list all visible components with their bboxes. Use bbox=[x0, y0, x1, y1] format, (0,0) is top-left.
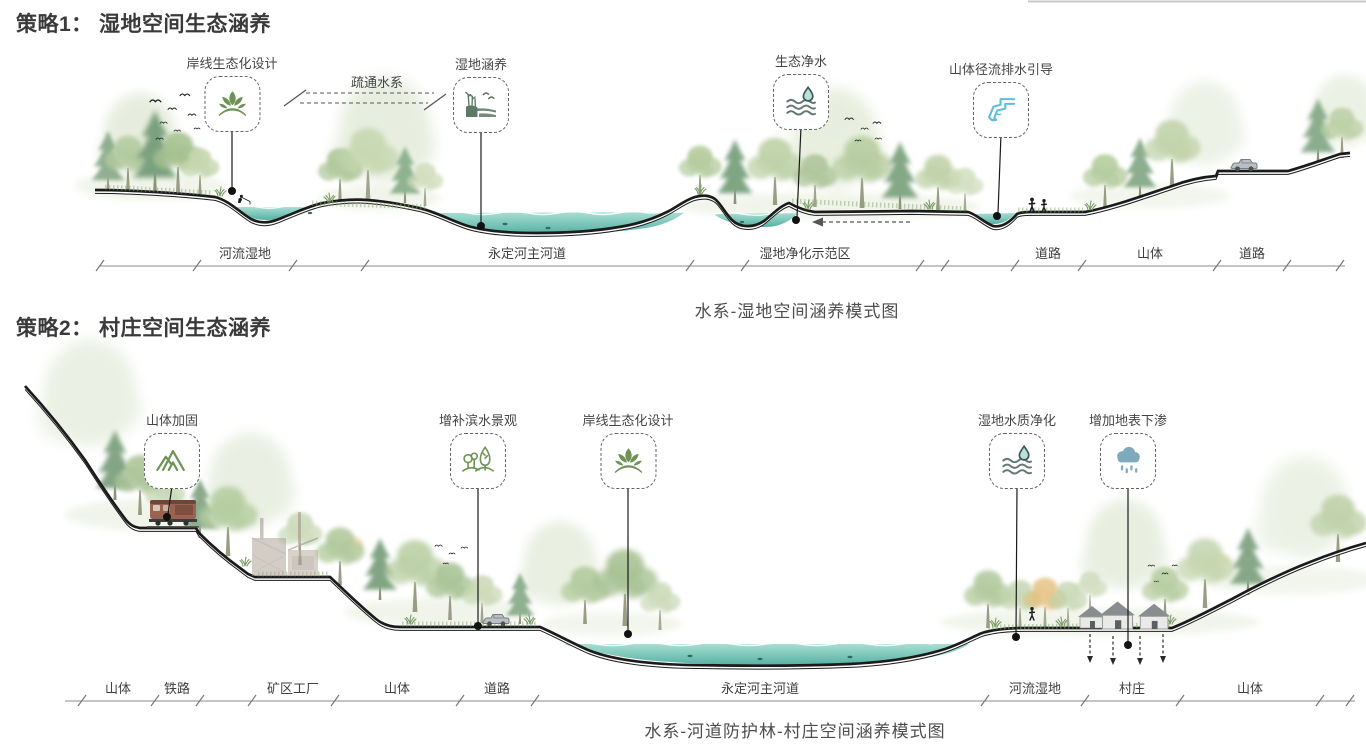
car bbox=[1230, 159, 1258, 172]
section1-caption: 水系-湿地空间涵养模式图 bbox=[694, 302, 900, 321]
section-1-flow-arrow bbox=[812, 217, 910, 227]
callout-label: 增补滨水景观 bbox=[438, 413, 518, 428]
callout-mountain-reinforcement: 山体加固 bbox=[144, 410, 200, 489]
callout-waterfront-landscape: 增补滨水景观 bbox=[439, 410, 517, 489]
strategy2-title: 策略2： 村庄空间生态涵养 bbox=[16, 317, 272, 340]
callout-label: 湿地水质净化 bbox=[977, 413, 1057, 428]
segment-label: 湿地净化示范区 bbox=[759, 246, 851, 261]
segment-label: 河流湿地 bbox=[218, 246, 272, 261]
segment-label: 道路 bbox=[1238, 246, 1266, 261]
segment-label: 道路 bbox=[483, 681, 511, 696]
waterfront-landscape-icon bbox=[462, 446, 494, 472]
segment-label: 铁路 bbox=[163, 681, 191, 696]
icon-card bbox=[449, 433, 506, 489]
eco-water-purification-icon bbox=[786, 86, 816, 116]
icon-card bbox=[972, 82, 1029, 138]
strategy1-title: 策略1： 湿地空间生态涵养 bbox=[16, 13, 272, 36]
icon-card bbox=[1099, 433, 1156, 489]
callout-wetland-water-purification: 湿地水质净化 bbox=[978, 410, 1056, 489]
segment-label: 道路 bbox=[1034, 246, 1062, 261]
dredge-waterway-label: 疏通水系 bbox=[350, 75, 404, 90]
dredge-annotation-lines bbox=[283, 89, 447, 111]
section-2-dimension-line bbox=[65, 694, 1355, 707]
section-2-callout-lines bbox=[163, 485, 1132, 649]
icon-card bbox=[773, 74, 829, 130]
callout-label: 生态净水 bbox=[774, 54, 827, 69]
callout-wetland-conservation: 湿地涵养 bbox=[453, 54, 509, 133]
icon-card bbox=[203, 76, 260, 132]
callout-shoreline-eco-design-2: 岸线生态化设计 bbox=[582, 410, 674, 489]
segment-label: 永定河主河道 bbox=[487, 246, 567, 261]
infiltration-arrows bbox=[1087, 634, 1166, 665]
callout-label: 增加地表下渗 bbox=[1088, 413, 1168, 428]
segment-label: 河流湿地 bbox=[1008, 681, 1062, 696]
section2-caption: 水系-河道防护林-村庄空间涵养模式图 bbox=[644, 722, 946, 741]
section-1-grass bbox=[104, 184, 1083, 213]
section-2-water bbox=[561, 641, 970, 665]
callout-label: 岸线生态化设计 bbox=[582, 413, 674, 428]
segment-label: 矿区工厂 bbox=[266, 681, 320, 696]
callout-label: 山体加固 bbox=[145, 413, 198, 428]
section-2-grass bbox=[258, 571, 1171, 630]
village-houses bbox=[1077, 600, 1171, 630]
segment-label: 山体 bbox=[383, 681, 411, 696]
segment-label: 山体 bbox=[104, 681, 132, 696]
callout-label: 岸线生态化设计 bbox=[186, 56, 278, 71]
icon-card bbox=[988, 433, 1045, 489]
shoreline-eco-design-icon bbox=[614, 448, 642, 473]
section-1-callout-lines bbox=[228, 126, 1002, 230]
icon-card bbox=[144, 433, 200, 489]
callout-surface-infiltration: 增加地表下渗 bbox=[1089, 410, 1167, 489]
surface-infiltration-icon bbox=[1117, 446, 1140, 474]
callout-shoreline-eco-design: 岸线生态化设计 bbox=[186, 53, 278, 132]
mountain-reinforcement-icon bbox=[156, 449, 185, 472]
section-1-dimension-line bbox=[95, 259, 1345, 272]
icon-card bbox=[453, 77, 509, 133]
segment-label: 村庄 bbox=[1118, 681, 1146, 696]
segment-label: 永定河主河道 bbox=[720, 681, 800, 696]
mountain-runoff-drainage-icon bbox=[988, 98, 1016, 122]
callout-label: 山体径流排水引导 bbox=[948, 62, 1054, 77]
callout-label: 湿地涵养 bbox=[454, 57, 507, 72]
callout-mountain-runoff-drainage: 山体径流排水引导 bbox=[949, 59, 1053, 138]
segment-label: 山体 bbox=[1136, 246, 1164, 261]
wetland-conservation-icon bbox=[464, 91, 497, 118]
callout-eco-water-purification: 生态净水 bbox=[773, 51, 829, 130]
icon-card bbox=[599, 433, 656, 489]
shoreline-eco-design-icon bbox=[218, 91, 246, 116]
segment-label: 山体 bbox=[1236, 681, 1264, 696]
wetland-water-purification-icon bbox=[1002, 445, 1032, 475]
